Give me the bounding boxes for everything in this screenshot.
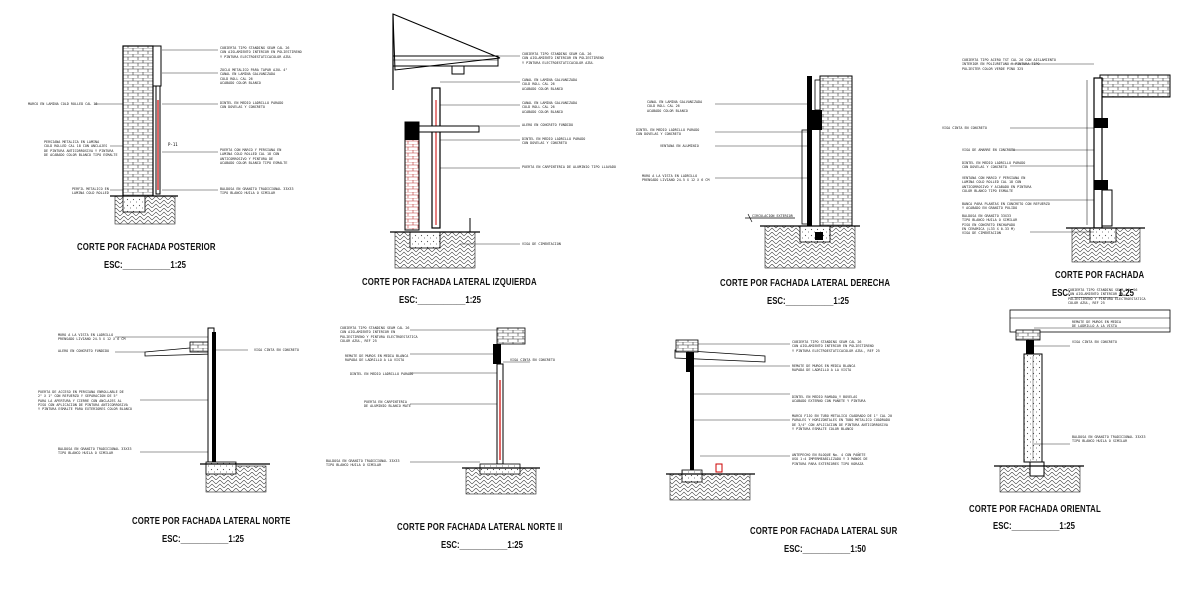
section-lateral-sur-drawing (666, 339, 790, 501)
note-derecha-3: VENTANA EN ALUMINIO (660, 144, 699, 148)
scale-lateral-norte-ii: ESC:___________1:25 (441, 540, 523, 551)
note-derecha-4: MURO A LA VISTA EN LADRILLO PRENSADO LIV… (642, 174, 710, 183)
title-lateral-norte-ii: CORTE POR FACHADA LATERAL NORTE II (397, 522, 563, 533)
note-fachada-5: VENTANA CON MARCO Y PERSIANA EN LAMINA C… (962, 176, 1032, 193)
scale-lateral-norte: ESC:___________1:25 (162, 534, 244, 545)
scale-lateral-sur: ESC:___________1:50 (784, 544, 866, 555)
note-posterior-8: BALDOSA EN GRANITO TRADICIONAL 33X33 TIP… (220, 187, 294, 196)
section-lateral-norte-drawing (115, 327, 270, 493)
note-norte-3: VIGA CINTA EN CONCRETO (254, 348, 299, 352)
title-fachada: CORTE POR FACHADA (1055, 270, 1145, 281)
section-posterior-drawing: P-11 (95, 45, 218, 225)
note-izquierda-5: DINTEL EN MEDIO LADRILLO PARADO CON DOVE… (522, 137, 586, 146)
title-lateral-derecha: CORTE POR FACHADA LATERAL DERECHA (720, 278, 891, 289)
note-izquierda-4: ALERO EN CONCRETO FUNDIDO (522, 123, 574, 127)
note-norte-ii-2: VIGA CINTA EN CONCRETO (510, 358, 555, 362)
note-posterior-3: MARCO EN LAMINA COLD ROLLED CAL 18 (28, 102, 98, 106)
note-posterior-4: DINTEL EN MEDIO LADRILLO PARADO CON DOVE… (220, 101, 284, 110)
note-sur-3: DINTEL EN MEDIO RAMADA Y BOVELAS ACABADO… (792, 395, 866, 404)
note-fachada-7: BALDOSA EN GRANITO 33X33 TIPO BLANCO HUI… (962, 214, 1018, 236)
note-sur-4: MARCO FIJO EN TUBO METALICO CUADRADO DE … (792, 414, 893, 431)
note-posterior-1: CUBIERTA TIPO STANDING SEAM CAL 26 CON A… (220, 46, 302, 59)
scale-lateral-derecha: ESC:___________1:25 (767, 296, 849, 307)
note-norte-ii-6: BALDOSA EN GRANITO TRADICIONAL 33X33 TIP… (326, 459, 400, 468)
title-lateral-norte: CORTE POR FACHADA LATERAL NORTE (132, 516, 291, 527)
section-oriental-drawing (994, 309, 1171, 493)
note-izquierda-7: VIGA DE CIMENTACION (522, 242, 561, 246)
note-oriental-4: BALDOSA EN GRANITO TRADICIONAL 33X33 TIP… (1072, 435, 1146, 444)
scale-lateral-izquierda: ESC:___________1:25 (399, 295, 481, 306)
note-sur-1: CUBIERTA TIPO STANDING SEAM CAL 26 CON A… (792, 340, 880, 353)
section-lateral-izquierda-drawing (390, 13, 520, 269)
note-norte-ii-5: PUERTA EN CARPINTERIA DE ALUMINIO BLANCO… (364, 400, 411, 409)
title-lateral-sur: CORTE POR FACHADA LATERAL SUR (750, 526, 898, 537)
note-sur-2: REMATE DE MUROS EN MEDIA BLANCA RAPADA D… (792, 364, 856, 373)
note-oriental-3: VIGA CINTA EN CONCRETO (1072, 340, 1117, 344)
note-norte-ii-4: DINTEL EN MEDIO LADRILLO PARADO (350, 372, 414, 376)
note-norte-ii-3: REMATE DE MUROS EN MEDIA BLANCA RAPADA D… (345, 354, 409, 363)
section-fachada-drawing (1010, 63, 1171, 263)
title-oriental: CORTE POR FACHADA ORIENTAL (969, 504, 1101, 515)
section-lateral-norte-ii-drawing (410, 327, 540, 495)
note-fachada-6: BANCA PARA PLANTAS EN CONCRETO CON REFUE… (962, 202, 1050, 211)
section-lateral-derecha-drawing (715, 75, 860, 269)
note-izquierda-1: CUBIERTA TIPO STANDING SEAM CAL 26 CON A… (522, 52, 604, 65)
title-posterior: CORTE POR FACHADA POSTERIOR (77, 242, 216, 253)
note-posterior-2: ZOCLO METALICO PARA TAPAR AJUL 4" CANAL … (220, 68, 288, 85)
note-izquierda-6: PUERTA EN CARPINTERIA DE ALUMINIO TIPO L… (522, 165, 616, 169)
note-norte-4: PUERTA DE ACCESO EN PERSIANA ENROLLABLE … (38, 390, 132, 412)
note-norte-2: ALERO EN CONCRETO FUNDIDO (58, 349, 110, 353)
note-fachada-3: VIGA DE AMARRE EN CONCRETO (962, 148, 1016, 152)
note-norte-1: MURO A LA VISTA EN LADRILLO PRENSADO LIV… (58, 333, 126, 342)
note-oriental-1: CUBIERTA TIPO STANDING SEAM CAL 26 CON A… (1068, 288, 1146, 305)
note-derecha-2: DINTEL EN MEDIO LADRILLO PARADO CON DOVE… (636, 128, 700, 137)
note-derecha-5: CIRCULACION EXTERIOR (752, 214, 793, 218)
scale-posterior: ESC:___________1:25 (104, 260, 186, 271)
note-sur-5: ANTEPECHO EN BLOQUE No. 4 CON PAÑETE USO… (792, 453, 868, 466)
note-oriental-2: REMATE DE MUROS EN MEDIA DE LADRILLO A L… (1072, 320, 1121, 329)
note-fachada-1: CUBIERTA TIPO ACERO TST CAL 26 CON AISLA… (962, 58, 1056, 71)
scale-oriental: ESC:___________1:25 (993, 521, 1075, 532)
note-posterior-6: PUERTA CON MARCO Y PERSIANA EN LAMINA CO… (220, 148, 288, 165)
note-fachada-4: DINTEL EN MEDIO LADRILLO PARADO CON DOVE… (962, 161, 1026, 170)
scale-fachada: ESC:___________1:25 (1052, 288, 1134, 299)
note-norte-ii-1: CUBIERTA TIPO STANDING SEAM CAL 26 CON A… (340, 326, 418, 343)
note-izquierda-2: CANAL EN LAMINA GALVANIZADA COLD ROLL CA… (522, 78, 578, 91)
note-norte-5: BALDOSA EN GRANITO TRADICIONAL 33X33 TIP… (58, 447, 132, 456)
note-fachada-2: VIGA CINTA EN CONCRETO (942, 126, 987, 130)
note-izquierda-3: CANAL EN LAMINA GALVANIZADA COLD ROLL CA… (522, 101, 578, 114)
title-lateral-izquierda: CORTE POR FACHADA LATERAL IZQUIERDA (362, 277, 537, 288)
svg-text:P-11: P-11 (168, 142, 178, 147)
note-posterior-5: PERSIANA METALICA EN LAMINA COLD ROLLED … (44, 140, 118, 157)
note-posterior-7: PERFIL METALICO EN LAMINA COLD ROLLED (72, 187, 109, 196)
note-derecha-1: CANAL EN LAMINA GALVANIZADA COLD ROLL CA… (647, 100, 703, 113)
